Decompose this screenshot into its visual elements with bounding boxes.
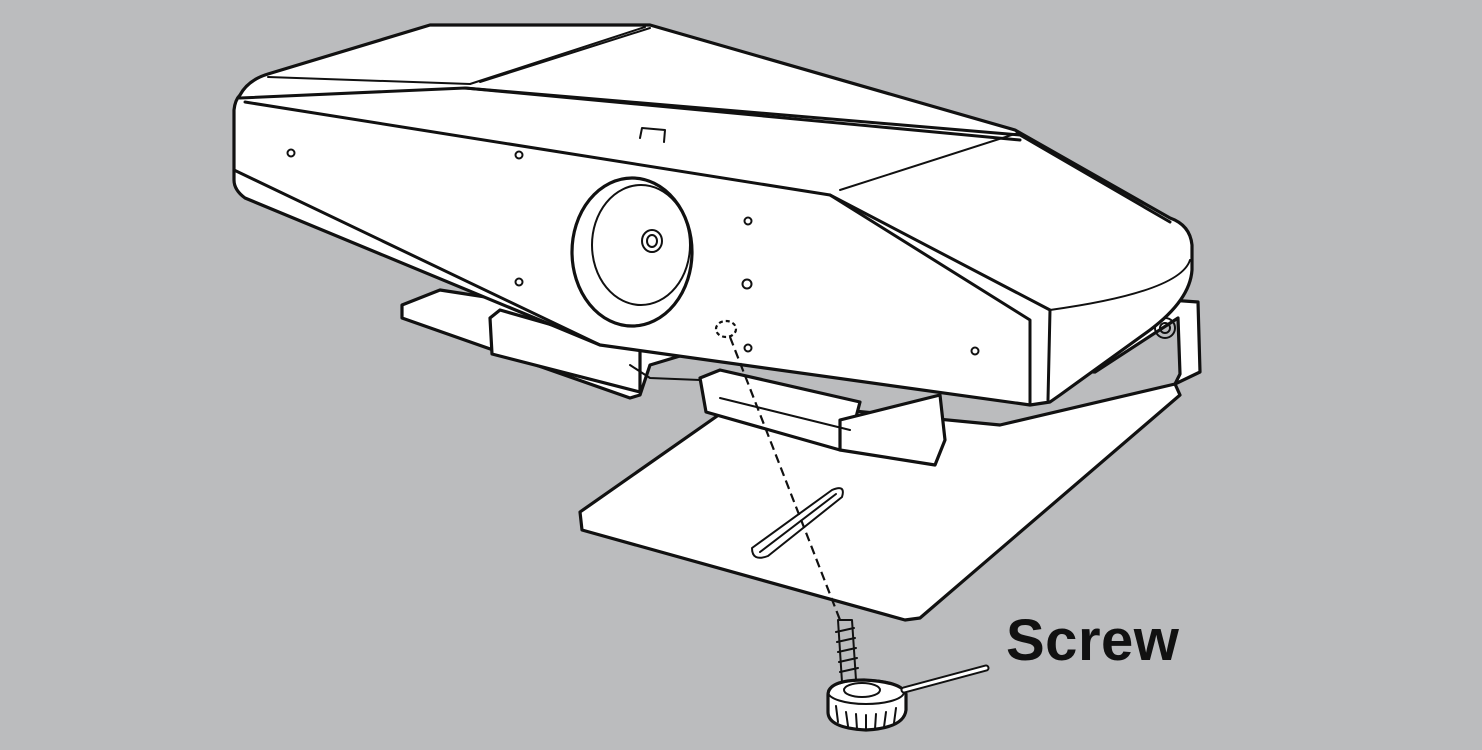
camera-icon	[232, 23, 1194, 407]
screw-callout-label: Screw	[1006, 608, 1180, 673]
screw-icon	[826, 619, 990, 732]
alignment-guide-line	[728, 336, 842, 621]
